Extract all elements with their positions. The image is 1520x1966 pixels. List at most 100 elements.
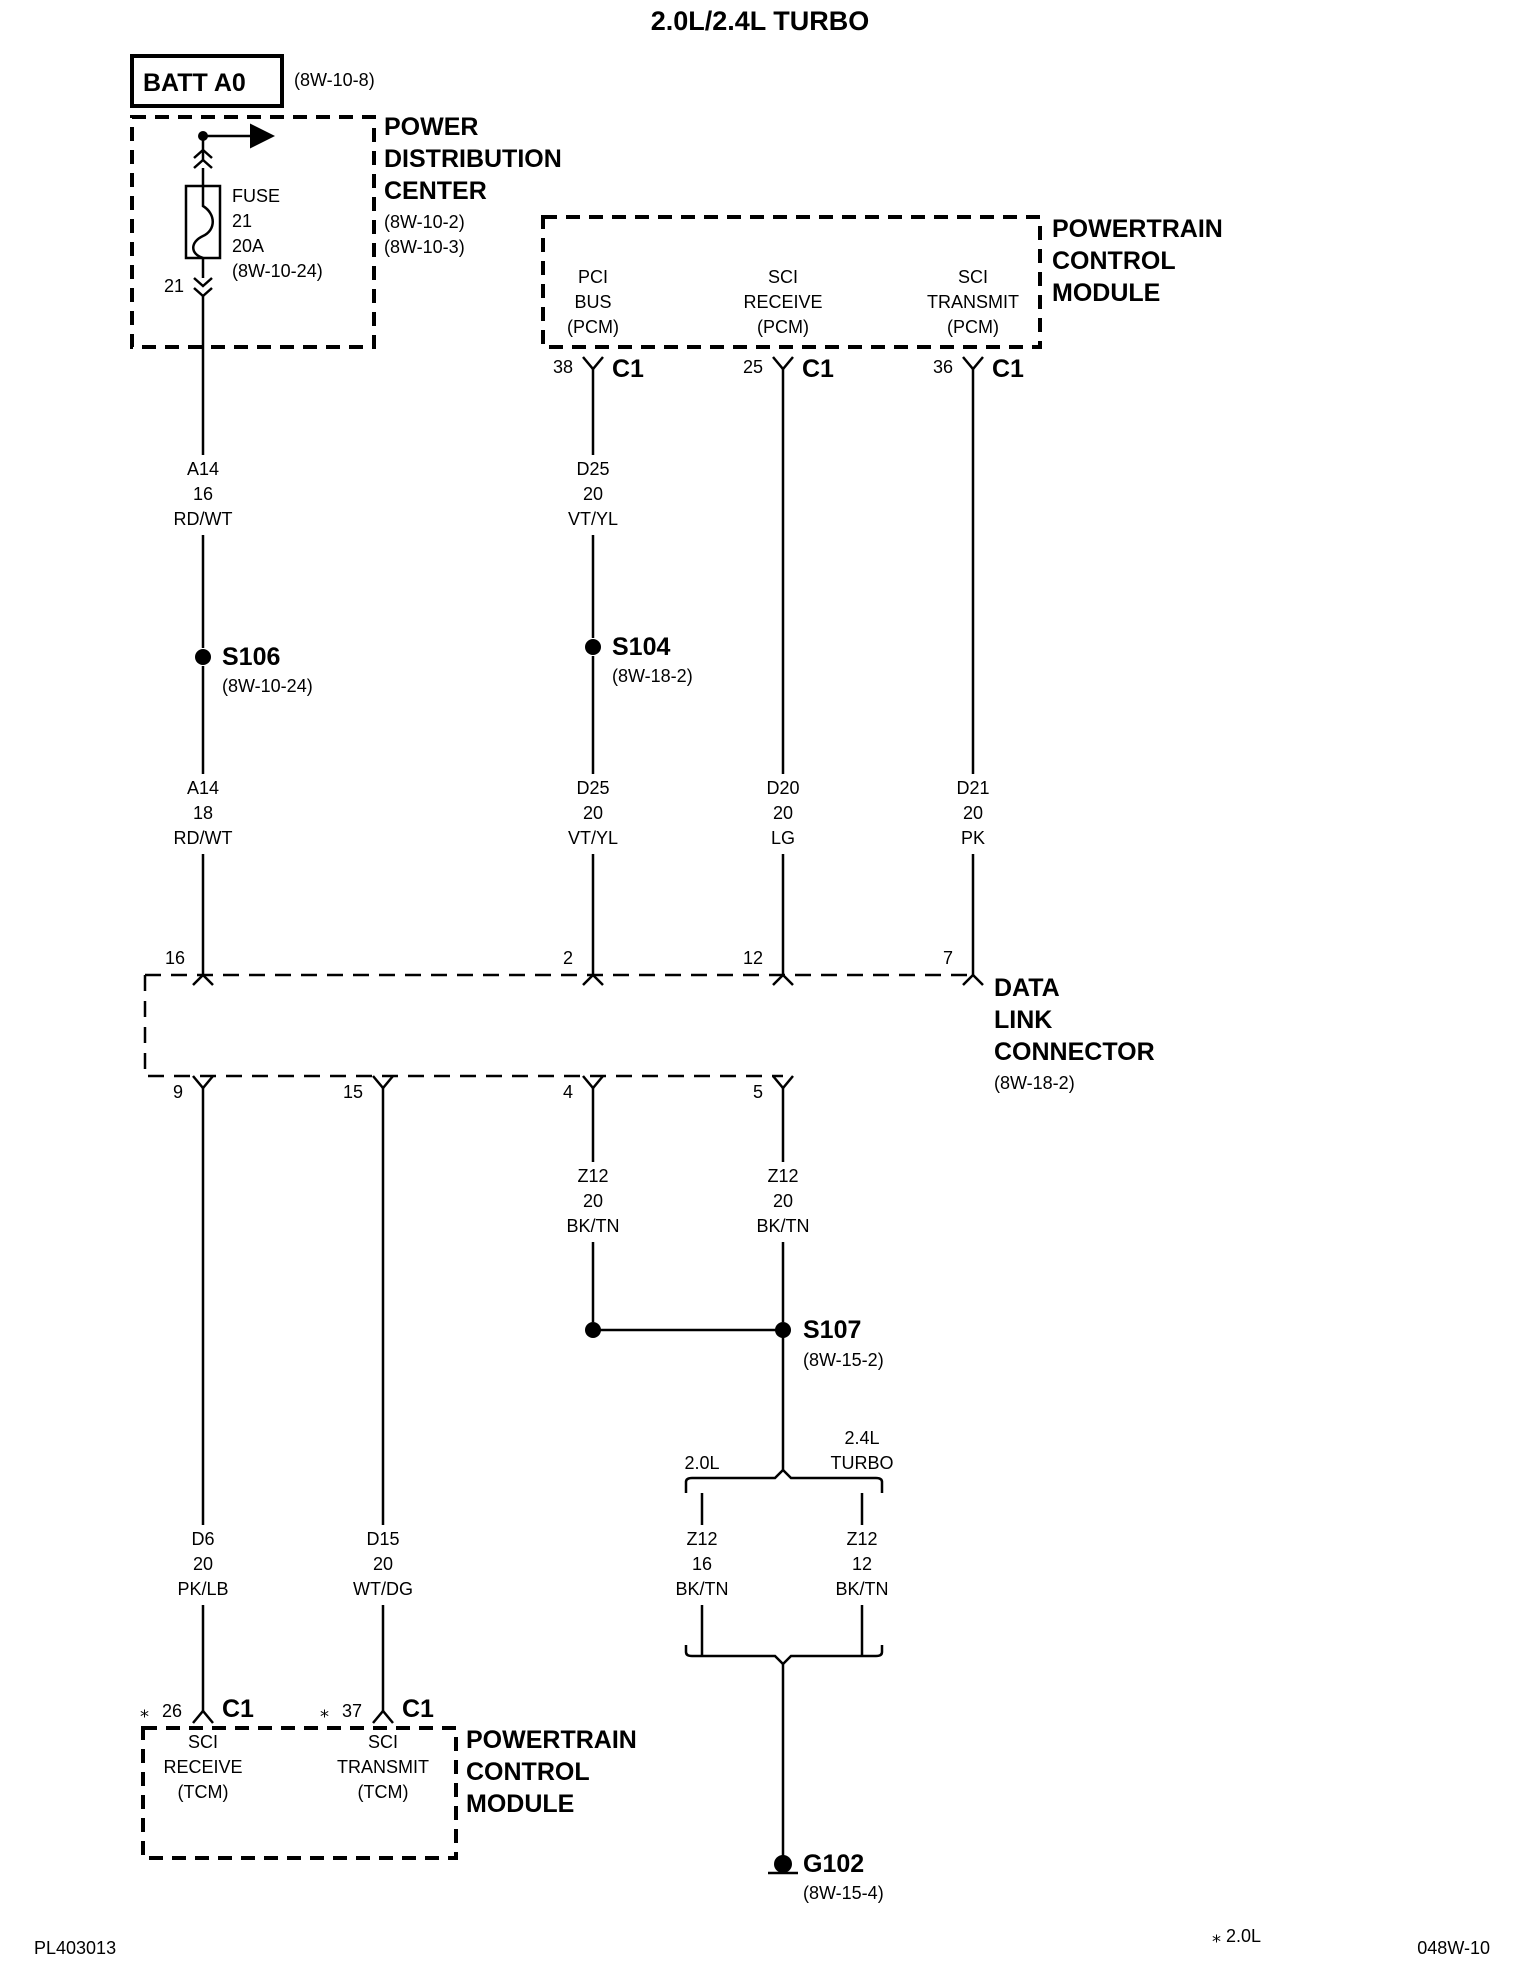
figure-code-left: PL403013 [34,1938,116,1958]
svg-text:SCI: SCI [368,1732,398,1752]
dlc-top-pin-7: 7 [943,948,953,968]
dlc-pin-4-icon [582,1075,604,1090]
dlc-pin-5-icon [772,1075,794,1090]
dlc-name-line-1: DATA [994,974,1060,1002]
svg-text:D25: D25 [576,778,609,798]
pdc-pin: 21 [164,276,184,296]
wire-label-d21: D21 20 PK [935,774,1011,854]
pcm-top-name-line-1: POWERTRAIN [1052,215,1223,243]
svg-text:SCI: SCI [958,267,988,287]
pcm-terminal-pci-bus: PCI BUS (PCM) 38 C1 [553,267,644,383]
svg-text:PCI: PCI [578,267,608,287]
dlc-name-line-2: LINK [994,1006,1052,1034]
svg-text:26: 26 [162,1701,182,1721]
svg-text:20: 20 [583,803,603,823]
splice-s106-dot [195,649,211,665]
fuse-label: FUSE [232,186,280,206]
svg-text:20: 20 [963,803,983,823]
svg-text:RECEIVE: RECEIVE [743,292,822,312]
dlc-ref: (8W-18-2) [994,1073,1075,1093]
svg-text:BUS: BUS [574,292,611,312]
svg-text:D20: D20 [766,778,799,798]
svg-text:BK/TN: BK/TN [566,1216,619,1236]
splice-s106-ref: (8W-10-24) [222,676,313,696]
svg-text:C1: C1 [222,1695,254,1723]
svg-text:D6: D6 [191,1529,214,1549]
pcm-pin-37-connector-icon [372,1709,394,1724]
svg-text:LG: LG [771,828,795,848]
svg-text:SCI: SCI [188,1732,218,1752]
pdc-ref-1: (8W-10-2) [384,212,465,232]
dlc-pin-9-icon [192,1075,214,1090]
svg-text:⁎: ⁎ [140,1701,149,1721]
pcm-pin-36-connector-icon [962,356,984,371]
svg-text:RD/WT: RD/WT [174,509,233,529]
dlc-bottom-pin-9: 9 [173,1082,183,1102]
wire-label-d6: D6 20 PK/LB [165,1525,241,1605]
dlc-pin-2-icon [582,973,604,986]
dlc-bottom-pin-15: 15 [343,1082,363,1102]
svg-text:PK/LB: PK/LB [177,1579,228,1599]
wire-label-d15: D15 20 WT/DG [345,1525,421,1605]
svg-text:(PCM): (PCM) [567,317,619,337]
svg-text:C1: C1 [802,355,834,383]
pcm-terminal-sci-receive: SCI RECEIVE (PCM) 25 C1 [743,267,834,383]
battery-label: BATT A0 [143,69,246,97]
pcm-terminal-sci-transmit-tcm: ⁎ 37 C1 SCI TRANSMIT (TCM) [320,1695,434,1802]
svg-text:D25: D25 [576,459,609,479]
svg-text:PK: PK [961,828,985,848]
branch-label-20l: 2.0L [684,1453,719,1473]
svg-text:C1: C1 [612,355,644,383]
wire-label-a14-lower: A14 18 RD/WT [165,774,241,854]
dlc-bottom-pin-4: 4 [563,1082,573,1102]
svg-text:(PCM): (PCM) [947,317,999,337]
pcm-top-box [541,215,1042,349]
svg-text:⁎: ⁎ [320,1701,329,1721]
svg-text:Z12: Z12 [577,1166,608,1186]
svg-text:25: 25 [743,357,763,377]
svg-text:(TCM): (TCM) [178,1782,229,1802]
svg-text:Z12: Z12 [767,1166,798,1186]
wire-label-a14-upper: A14 16 RD/WT [165,455,241,535]
svg-text:18: 18 [193,803,213,823]
svg-text:SCI: SCI [768,267,798,287]
branch-label-turbo: TURBO [831,1453,894,1473]
pcm-top-name-line-2: CONTROL [1052,247,1176,275]
dlc-name-line-3: CONNECTOR [994,1038,1155,1066]
ground-g102-icon [774,1855,792,1873]
svg-text:Z12: Z12 [846,1529,877,1549]
svg-text:(PCM): (PCM) [757,317,809,337]
branch-bottom-brace [684,1645,884,1666]
ground-g102-ref: (8W-15-4) [803,1883,884,1903]
pcm-terminal-sci-receive-tcm: ⁎ 26 C1 SCI RECEIVE (TCM) [140,1695,254,1802]
pcm-pin-38-connector-icon [582,356,604,371]
svg-text:20: 20 [583,1191,603,1211]
dlc-bottom-pin-5: 5 [753,1082,763,1102]
pcm-top-name-line-3: MODULE [1052,279,1160,307]
dlc-top-pin-12: 12 [743,948,763,968]
svg-text:BK/TN: BK/TN [675,1579,728,1599]
fuse-ref: (8W-10-24) [232,261,323,281]
svg-text:20: 20 [773,1191,793,1211]
footnote: ⁎ 2.0L [1212,1926,1261,1946]
splice-s104-dot [585,639,601,655]
svg-text:D15: D15 [366,1529,399,1549]
svg-text:TRANSMIT: TRANSMIT [337,1757,429,1777]
svg-text:20: 20 [193,1554,213,1574]
dlc-pin-16-icon [192,973,214,986]
splice-s104-ref: (8W-18-2) [612,666,693,686]
pdc-name-line-3: CENTER [384,177,487,205]
svg-text:(TCM): (TCM) [358,1782,409,1802]
dlc-top-pin-2: 2 [563,948,573,968]
svg-text:20: 20 [583,484,603,504]
wire-label-z12-pin4: Z12 20 BK/TN [555,1162,631,1242]
pdc-ref-2: (8W-10-3) [384,237,465,257]
svg-text:Z12: Z12 [686,1529,717,1549]
svg-text:RECEIVE: RECEIVE [163,1757,242,1777]
pcm-pin-26-connector-icon [192,1709,214,1724]
svg-text:12: 12 [852,1554,872,1574]
svg-text:WT/DG: WT/DG [353,1579,413,1599]
svg-text:37: 37 [342,1701,362,1721]
wire-label-d25-upper: D25 20 VT/YL [555,455,631,535]
